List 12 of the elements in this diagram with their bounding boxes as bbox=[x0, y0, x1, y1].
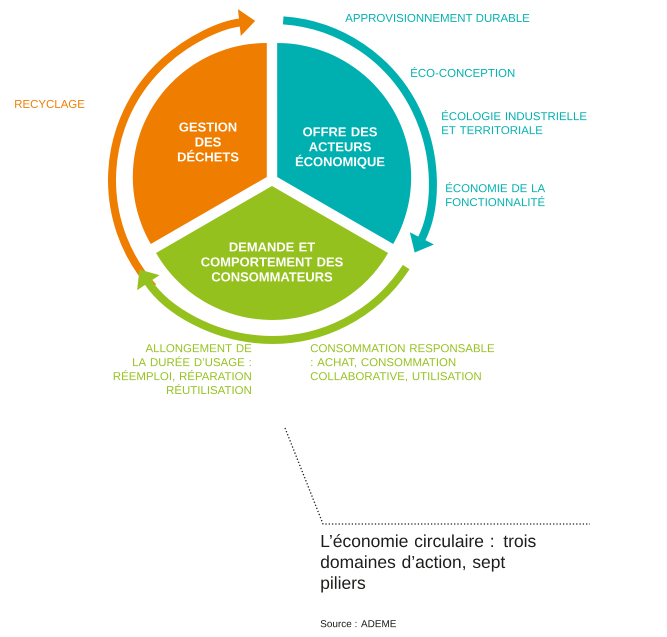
pillar-label: APPROVISIONNEMENT DURABLE bbox=[345, 14, 530, 22]
pillar-label: ÉCONOMIE DE LA FONCTIONNALITÉ bbox=[446, 182, 546, 206]
title: L’économie circulaire : trois domaines d’action, sept piliers bbox=[320, 534, 536, 592]
sector: DEMANDE ET COMPORTEMENT DES CONSOMMATEURS bbox=[156, 186, 388, 320]
pillar-label: ALLONGEMENT DE LA DURÉE D’USAGE : RÉEMPLOI, RÉPARATION RÉUTILISATION bbox=[114, 344, 252, 394]
pillar-label: CONSOMMATION RESPONSABLE : ACHAT, CONSOMMATION COLLABORATIVE, UTILISATION bbox=[310, 344, 494, 382]
pillar-label: ÉCO-CONCEPTION bbox=[411, 66, 514, 77]
sector: GESTION DES DÉCHETS bbox=[132, 43, 267, 244]
pillar-label: ÉCOLOGIE INDUSTRIELLE ET TERRITORIALE bbox=[442, 110, 586, 134]
source-note: Source : ADEME bbox=[320, 620, 396, 628]
sector: OFFRE DES ACTEURS ÉCONOMIQUE bbox=[277, 43, 412, 244]
pillar-label: RECYCLAGE bbox=[15, 100, 84, 108]
